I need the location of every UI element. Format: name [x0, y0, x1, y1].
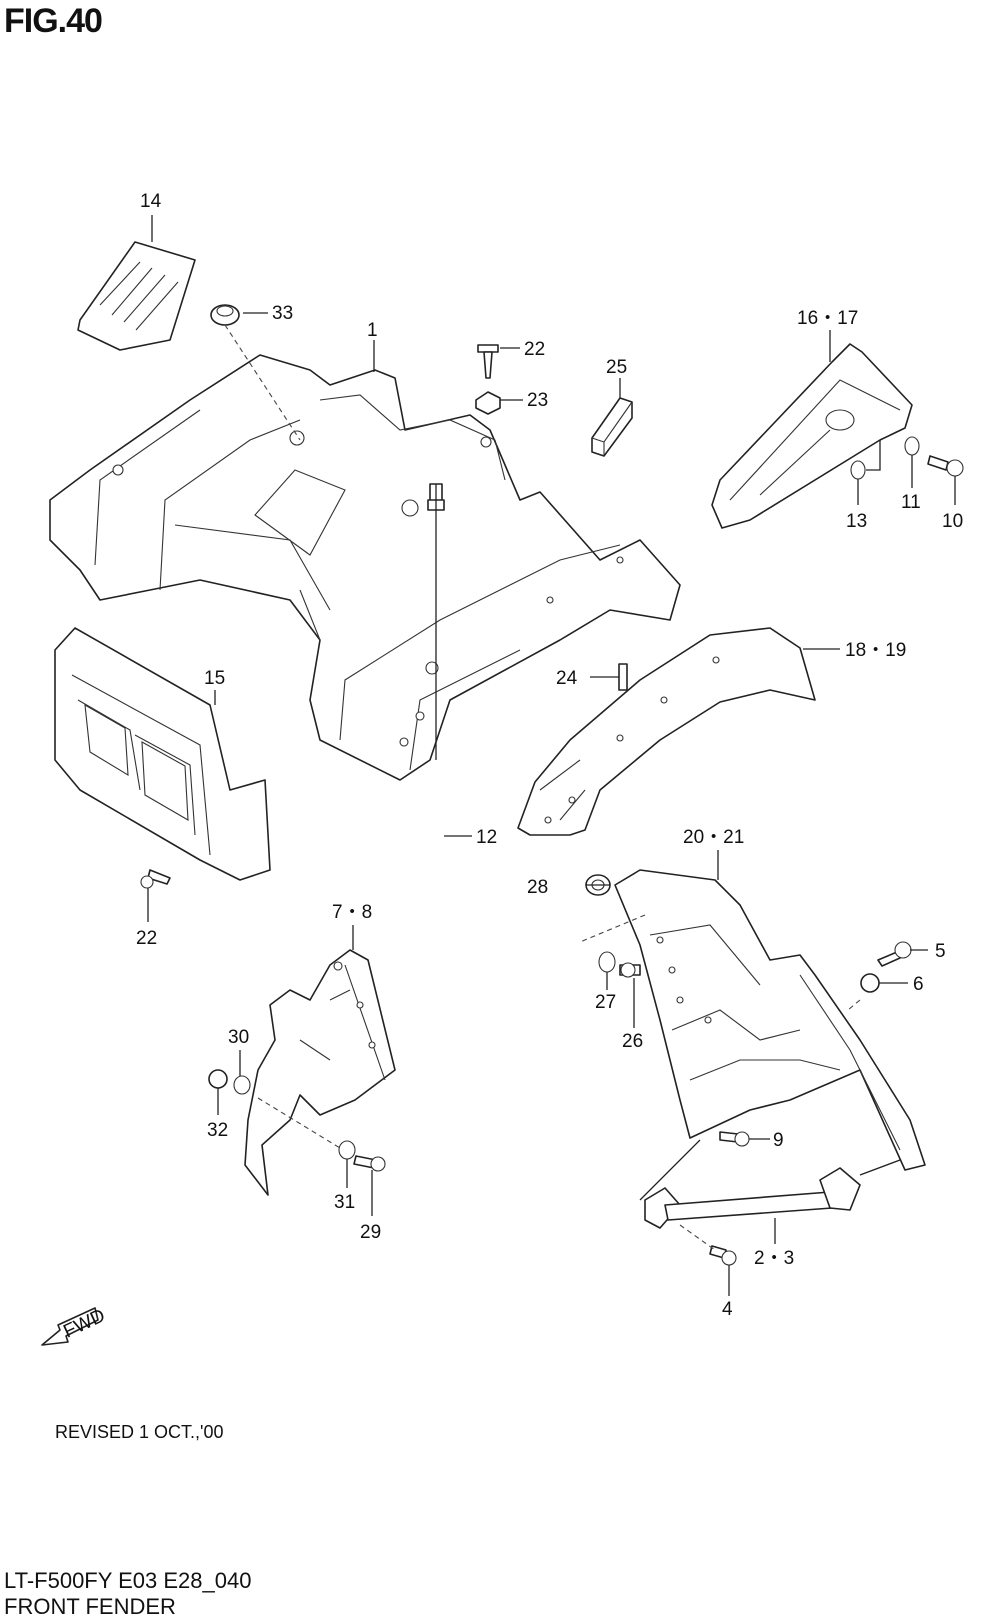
part-14-pad: [77, 241, 196, 351]
part-30-washer: [233, 1075, 251, 1095]
part-2-3-stay: [644, 1167, 861, 1229]
callout-labels: 14 33 1 22 23 25 16・17 11 13 10 15 24 18…: [136, 191, 963, 1320]
part-20-21-inner-fender: [614, 869, 926, 1171]
part-11-washer: [904, 436, 920, 456]
part-24-rivet: [618, 663, 628, 691]
callout-22-top: 22: [524, 339, 545, 360]
callout-5: 5: [935, 941, 946, 962]
part-22-screw-bottom: [140, 869, 171, 889]
part-16-17-bracket: [711, 343, 913, 529]
callout-18-19: 18・19: [845, 640, 906, 661]
part-29-bolt: [353, 1155, 386, 1172]
part-10-screw: [927, 455, 964, 477]
model-code: LT-F500FY E03 E28_040: [4, 1568, 252, 1593]
callout-22-bottom: 22: [136, 928, 157, 949]
part-1-front-fender: [49, 354, 681, 781]
callout-10: 10: [942, 511, 963, 532]
part-26-bolt: [619, 962, 641, 978]
part-25-block: [591, 397, 633, 457]
callout-23: 23: [527, 390, 548, 411]
callout-24: 24: [556, 668, 578, 689]
callout-28: 28: [527, 877, 548, 898]
part-23-nut: [475, 391, 501, 415]
part-33-grommet: [210, 304, 240, 326]
callout-1: 1: [367, 320, 378, 341]
callout-20-21: 20・21: [683, 827, 744, 848]
leader-lines: [147, 215, 956, 1296]
part-18-19-fender-flare: [517, 627, 816, 836]
part-13-washer: [850, 460, 866, 480]
callout-11: 11: [901, 492, 921, 513]
figure-title: FIG.40: [4, 2, 103, 40]
part-27-washer: [598, 951, 616, 973]
callout-27: 27: [595, 992, 616, 1013]
revision-note: REVISED 1 OCT.,'00: [55, 1422, 224, 1442]
part-32-nut: [208, 1069, 228, 1089]
callout-15: 15: [204, 668, 225, 689]
callout-25: 25: [606, 357, 627, 378]
callout-12: 12: [476, 827, 497, 848]
callout-9: 9: [773, 1130, 784, 1151]
front-fender-exploded-diagram: FWD: [41, 191, 964, 1346]
callout-26: 26: [622, 1031, 643, 1052]
part-31-washer: [338, 1140, 356, 1160]
callout-30: 30: [228, 1027, 249, 1048]
callout-2-3: 2・3: [754, 1248, 794, 1269]
callout-29: 29: [360, 1222, 381, 1243]
callout-6: 6: [913, 974, 924, 995]
callout-16-17: 16・17: [797, 308, 858, 329]
part-22-screw-top: [477, 344, 499, 379]
callout-33: 33: [272, 303, 293, 324]
callout-13: 13: [846, 511, 867, 532]
callout-14: 14: [140, 191, 162, 212]
callout-4: 4: [722, 1299, 733, 1320]
callout-31: 31: [334, 1192, 355, 1213]
part-5-screw: [877, 941, 912, 967]
part-4-bolt: [709, 1245, 737, 1266]
part-9-bolt: [719, 1131, 750, 1147]
part-15-grille: [54, 627, 271, 881]
callout-7-8: 7・8: [332, 902, 372, 923]
fwd-label: FWD: [60, 1305, 108, 1342]
section-name: FRONT FENDER: [4, 1594, 176, 1619]
callout-32: 32: [207, 1120, 228, 1141]
part-7-8-side-panel: [244, 949, 396, 1196]
fwd-arrow-icon: FWD: [41, 1305, 108, 1346]
part-6-nut: [860, 973, 880, 993]
